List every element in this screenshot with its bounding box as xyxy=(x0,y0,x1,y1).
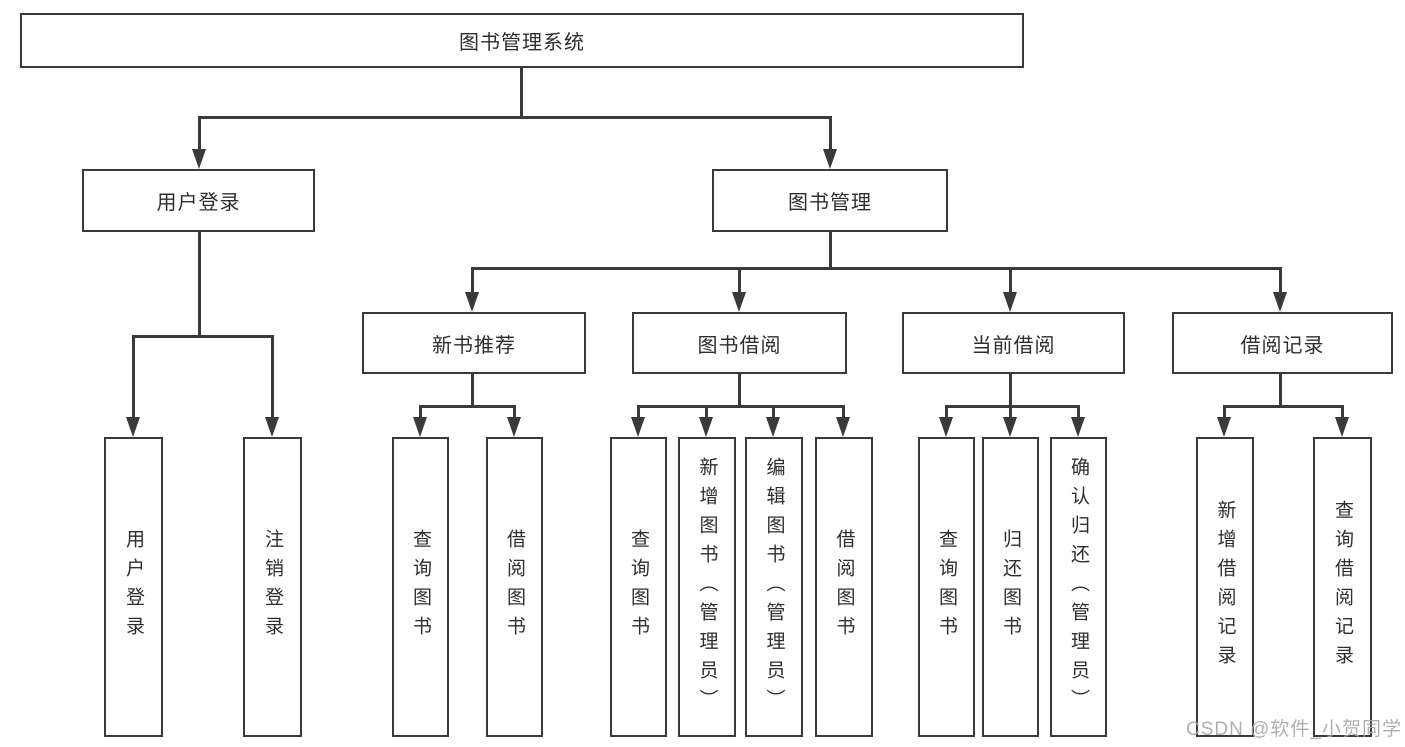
node-label: 借阅图书 xyxy=(833,529,855,645)
connector-line xyxy=(1009,267,1012,294)
arrow-head xyxy=(939,417,953,437)
node-label: 查询图书 xyxy=(410,529,431,645)
connector-line xyxy=(1009,405,1012,419)
node-label: 新增借阅记录 xyxy=(1214,500,1236,674)
arrow-head xyxy=(1003,292,1017,312)
node-label: 用户登录 xyxy=(156,192,241,214)
connector-line xyxy=(198,232,201,338)
node-label: 确认归还（管理员） xyxy=(1068,456,1089,718)
node-current-borrowing: 当前借阅 xyxy=(902,312,1125,374)
arrow-head xyxy=(1217,417,1231,437)
node-label: 新增图书（管理员） xyxy=(696,456,718,718)
connector-line xyxy=(637,405,845,408)
node-label: 查询图书 xyxy=(936,529,957,645)
node-label: 图书管理系统 xyxy=(459,32,585,54)
connector-line xyxy=(705,405,708,419)
connector-line xyxy=(738,267,741,294)
node-root: 图书管理系统 xyxy=(20,13,1024,68)
arrow-head xyxy=(1335,417,1349,437)
leaf-borrow-books-1: 借阅图书 xyxy=(486,437,543,737)
arrow-head xyxy=(766,417,780,437)
leaf-add-books-admin: 新增图书（管理员） xyxy=(678,437,736,737)
leaf-add-borrow-record: 新增借阅记录 xyxy=(1196,437,1254,737)
connector-line xyxy=(271,335,274,418)
leaf-confirm-return-admin: 确认归还（管理员） xyxy=(1050,437,1107,737)
node-label: 查询借阅记录 xyxy=(1332,500,1353,674)
arrow-head xyxy=(1003,417,1017,437)
leaf-query-borrow-record: 查询借阅记录 xyxy=(1313,437,1372,737)
arrow-head xyxy=(823,149,837,169)
node-label: 图书管理 xyxy=(788,192,872,214)
node-label: 用户登录 xyxy=(123,529,144,645)
node-label: 归还图书 xyxy=(1000,529,1021,645)
arrow-head xyxy=(1273,292,1287,312)
connector-line xyxy=(945,405,1080,408)
node-label: 查询图书 xyxy=(628,529,649,645)
connector-line xyxy=(1223,405,1226,419)
node-label: 借阅记录 xyxy=(1240,334,1325,357)
arrow-head xyxy=(699,417,713,437)
arrow-head xyxy=(413,417,427,437)
connector-line xyxy=(419,405,422,419)
connector-line xyxy=(520,68,523,119)
arrow-head xyxy=(507,417,521,437)
node-label: 借阅图书 xyxy=(504,529,525,645)
connector-line xyxy=(1279,374,1282,408)
leaf-query-books-2: 查询图书 xyxy=(610,437,667,737)
csdn-watermark: CSDN @软件_小贺同学 xyxy=(1186,719,1402,740)
connector-line xyxy=(829,116,832,151)
connector-line xyxy=(738,374,741,408)
leaf-user-login: 用户登录 xyxy=(104,437,163,737)
node-label: 当前借阅 xyxy=(971,334,1056,357)
arrow-head xyxy=(1071,417,1085,437)
connector-line xyxy=(772,405,775,419)
node-book-borrowing: 图书借阅 xyxy=(632,312,847,374)
arrow-head xyxy=(465,292,479,312)
arrow-head xyxy=(265,417,279,437)
leaf-return-books: 归还图书 xyxy=(982,437,1039,737)
arrow-head xyxy=(192,149,206,169)
node-label: 图书借阅 xyxy=(697,334,782,357)
node-new-book-recommend: 新书推荐 xyxy=(362,312,586,374)
connector-line xyxy=(471,374,474,408)
connector-line xyxy=(198,116,201,151)
leaf-query-books-3: 查询图书 xyxy=(918,437,975,737)
connector-line xyxy=(132,335,274,338)
connector-line xyxy=(1009,374,1012,408)
leaf-logout: 注销登录 xyxy=(243,437,302,737)
node-label: 编辑图书（管理员） xyxy=(763,456,785,718)
connector-line xyxy=(471,267,474,294)
arrow-head xyxy=(732,292,746,312)
connector-line xyxy=(471,267,1282,270)
node-borrowing-records: 借阅记录 xyxy=(1172,312,1393,374)
connector-line xyxy=(637,405,640,419)
arrow-head xyxy=(836,417,850,437)
leaf-query-books-1: 查询图书 xyxy=(392,437,449,737)
leaf-borrow-books-2: 借阅图书 xyxy=(815,437,873,737)
connector-line xyxy=(1077,405,1080,419)
node-label: 新书推荐 xyxy=(432,334,516,357)
connector-line xyxy=(842,405,845,419)
node-label: 注销登录 xyxy=(262,529,283,645)
arrow-head xyxy=(631,417,645,437)
connector-line xyxy=(829,232,832,270)
connector-line xyxy=(1341,405,1344,419)
arrow-head xyxy=(126,417,140,437)
node-book-management: 图书管理 xyxy=(712,169,948,232)
leaf-edit-books-admin: 编辑图书（管理员） xyxy=(745,437,803,737)
connector-line xyxy=(419,405,516,408)
connector-line xyxy=(1279,267,1282,294)
node-user-login: 用户登录 xyxy=(82,169,315,232)
connector-line xyxy=(1223,405,1344,408)
connector-line xyxy=(198,116,832,119)
connector-line xyxy=(945,405,948,419)
connector-line xyxy=(132,335,135,418)
connector-line xyxy=(513,405,516,419)
